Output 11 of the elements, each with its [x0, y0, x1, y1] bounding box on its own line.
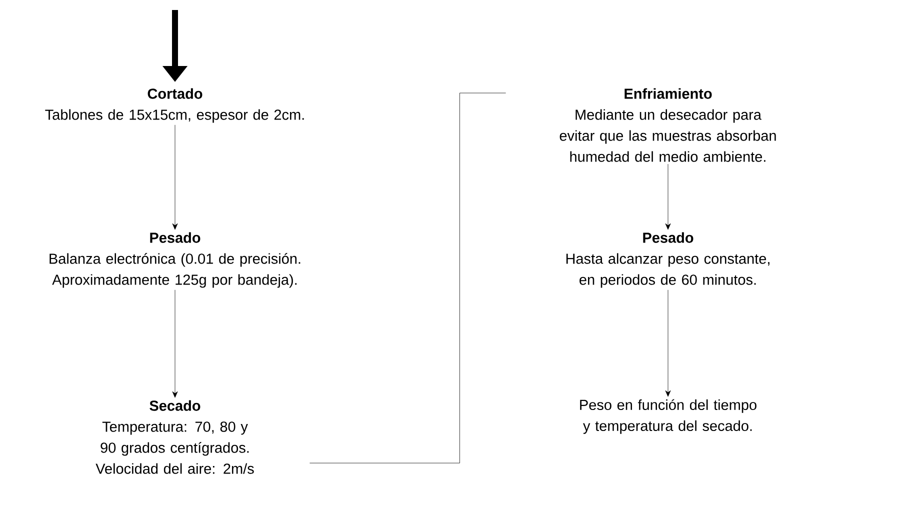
step-text: Enfriamiento Mediante un desecador para evitar que las muestras absorban humedad del medio ambiente.: [560, 88, 776, 162]
arrow: [665, 290, 671, 397]
arrow: [665, 164, 671, 230]
connector-line: [310, 92, 506, 464]
arrow: [172, 290, 178, 398]
step-text: Peso en función del tiempo y temperatura del secado.: [580, 399, 756, 434]
step-text: Pesado Balanza electrónica (0.01 de precisión. Aproximadamente 125g por bandeja).: [50, 232, 300, 288]
step-text: Pesado Hasta alcanzar peso constante, en periodos de 60 minutos.: [566, 232, 770, 288]
step-text: Secado Temperatura: 70, 80 y 90 grados centígrados. Velocidad del aire: 2m/s: [96, 400, 254, 474]
arrow: [172, 124, 178, 230]
step-text: Cortado Tablones de 15x15cm, espesor de 2cm.: [45, 88, 304, 123]
